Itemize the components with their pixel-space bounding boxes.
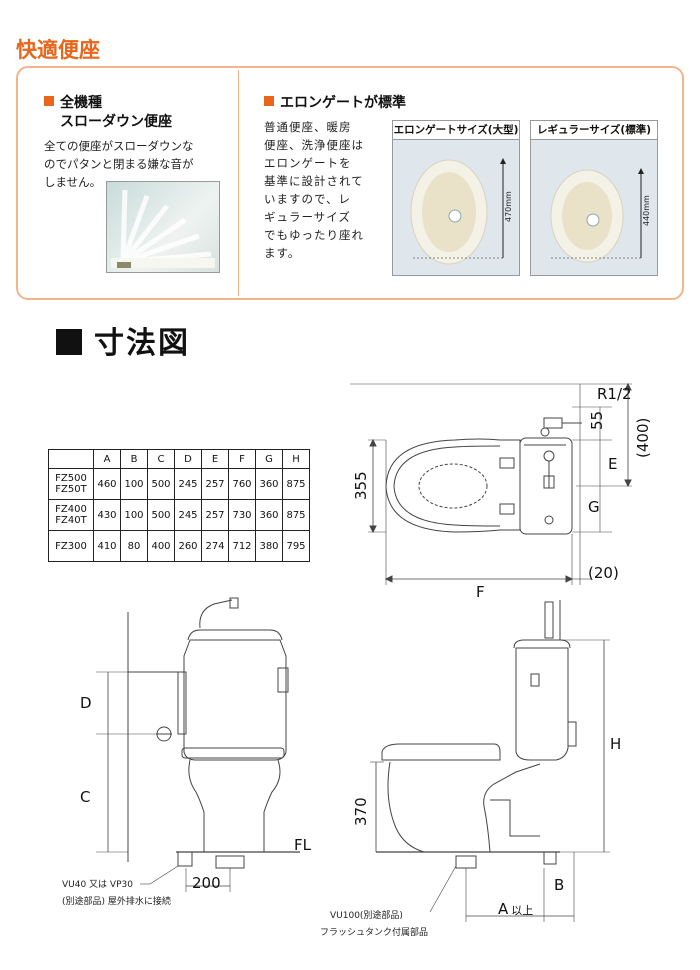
model-name: FZ40T — [55, 515, 87, 526]
note-vu40: VU40 又は VP30 — [62, 880, 133, 890]
feature-right-body-line: ます。 — [264, 246, 301, 260]
value-cell: 274 — [201, 530, 229, 562]
feature-left-heading-line1: 全機種 — [60, 95, 102, 111]
r12-label: R1/2 — [597, 385, 632, 403]
elongated-seat-caption: エロンゲートサイズ(大型) — [393, 121, 519, 140]
feature-left-body-line: しません。 — [44, 175, 102, 189]
feature-right-body-line: 普通便座、暖房 — [264, 120, 352, 134]
model-cell: FZ300 — [48, 530, 94, 562]
dim-a-suffix: 以上 — [511, 904, 534, 917]
dim-370-label: 370 — [352, 797, 370, 826]
dim-h-label: H — [610, 735, 622, 753]
regular-bowl-illustration: 440mm — [550, 168, 651, 263]
elongated-measure-label: 470mm — [504, 191, 513, 222]
dim-200-label: 200 — [192, 874, 221, 892]
value-cell: 875 — [282, 499, 310, 531]
front-view-drawing — [96, 597, 300, 892]
feature-right-body-line: いますので、レ — [264, 192, 352, 206]
feature-right-body-line: でもゆったり座れ — [264, 228, 364, 242]
value-cell: 500 — [147, 468, 175, 500]
value-cell: 360 — [255, 499, 283, 531]
note-vu100: VU100(別途部品) — [330, 911, 403, 921]
feature-left-body-line: のでパタンと閉まる嫌な音が — [44, 157, 194, 171]
slow-close-seat-photo — [106, 181, 220, 273]
value-cell: 500 — [147, 499, 175, 531]
feature-right-body-line: 便座、洗浄便座は — [264, 138, 364, 152]
dim-355-label: 355 — [352, 471, 370, 500]
feature-right-body-line: ギュラーサイズ — [264, 210, 351, 224]
value-cell: 400 — [147, 530, 175, 562]
dim-f-label: F — [476, 583, 485, 601]
dim-400-label: (400) — [634, 417, 652, 458]
feature-left-body: 全ての便座がスローダウンな のでパタンと閉まる嫌な音が しません。 — [44, 137, 234, 191]
slow-close-seat-illustration — [111, 189, 215, 268]
spec-table-header-row: A B C D E F G H — [48, 449, 310, 469]
note-vu40-connect: (別途部品) 屋外排水に接続 — [62, 897, 171, 907]
value-cell: 245 — [174, 499, 202, 531]
table-row: FZ300 410 80 400 260 274 712 380 795 — [48, 530, 310, 562]
regular-measure-label: 440mm — [642, 195, 651, 226]
bullet-square-icon — [264, 96, 274, 106]
feature-left-body-line: 全ての便座がスローダウンな — [44, 139, 194, 153]
note-flash-tank: フラッシュタンク付属部品 — [320, 928, 429, 938]
value-cell: 80 — [120, 530, 148, 562]
value-cell: 260 — [174, 530, 202, 562]
section-title: 快適便座 — [16, 38, 100, 62]
feature-right-heading-text: エロンゲートが標準 — [280, 95, 406, 111]
model-name: FZ400 — [55, 504, 87, 515]
feature-right-body-line: 基準に設計されて — [264, 174, 364, 188]
feature-right-body-line: エロンゲートを — [264, 156, 352, 170]
dim-a-letter: A — [498, 900, 509, 918]
model-name: FZ300 — [55, 540, 87, 552]
feature-right-heading: エロンゲートが標準 — [264, 94, 406, 113]
dimension-title-text: 寸法図 — [94, 326, 190, 361]
value-cell: 380 — [255, 530, 283, 562]
top-view-drawing — [350, 382, 632, 585]
dim-55-label: 55 — [588, 410, 606, 430]
feature-divider — [238, 70, 239, 296]
feature-box — [16, 66, 684, 300]
elongated-bowl-illustration: 470mm — [410, 158, 513, 265]
dim-20-label: (20) — [588, 564, 619, 582]
side-view-drawing — [370, 600, 610, 922]
floor-line-label: FL — [294, 836, 311, 854]
value-cell: 257 — [201, 499, 229, 531]
value-cell: 795 — [282, 530, 310, 562]
dim-e-label: E — [608, 455, 618, 473]
feature-right-body: 普通便座、暖房 便座、洗浄便座は エロンゲートを 基準に設計されて いますので、… — [264, 118, 382, 262]
title-square-icon — [56, 329, 82, 355]
feature-left-heading-line2: スローダウン便座 — [60, 114, 172, 130]
dim-b-label: B — [554, 876, 565, 894]
feature-left-heading: 全機種 スローダウン便座 — [44, 94, 172, 132]
dim-g-label: G — [588, 498, 600, 516]
model-name: FZ500 — [55, 473, 87, 484]
regular-seat-photo: レギュラーサイズ(標準) 440mm — [530, 120, 658, 276]
dimension-title: 寸法図 — [56, 318, 190, 362]
bullet-square-icon — [44, 96, 54, 106]
dim-d-label: D — [80, 694, 92, 712]
model-name: FZ50T — [55, 484, 87, 495]
value-cell: 875 — [282, 468, 310, 500]
dim-c-label: C — [80, 788, 91, 806]
elongated-seat-photo: エロンゲートサイズ(大型) 470mm — [392, 120, 520, 276]
regular-seat-caption: レギュラーサイズ(標準) — [531, 121, 657, 140]
value-cell: 257 — [201, 468, 229, 500]
